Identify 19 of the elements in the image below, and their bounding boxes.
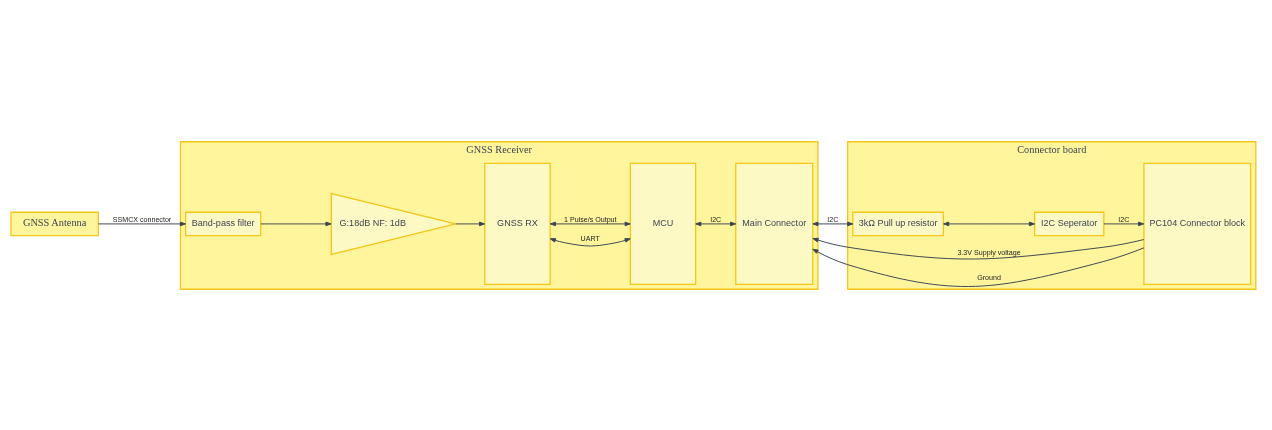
node-box: Band-pass filter (185, 211, 262, 236)
arrow (812, 221, 854, 226)
node-box: GNSS Antenna (10, 211, 99, 236)
arrow (1103, 221, 1145, 226)
arrow (97, 221, 187, 226)
arrow (549, 221, 631, 226)
arrow (812, 246, 1145, 287)
arrow (812, 237, 1145, 259)
arrow (943, 221, 1035, 226)
node-box: GNSS RX (484, 162, 551, 285)
node-box: I2C Seperator (1033, 211, 1105, 236)
arrow (455, 221, 486, 226)
node-box: PC104 Connector block (1143, 162, 1252, 285)
arrow (260, 221, 332, 226)
arrow (695, 221, 737, 226)
node-box: Main Connector (735, 162, 814, 285)
node-box: MCU (629, 162, 697, 285)
node-box: 3kΩ Pull up resistor (852, 211, 945, 236)
arrow (549, 237, 631, 246)
